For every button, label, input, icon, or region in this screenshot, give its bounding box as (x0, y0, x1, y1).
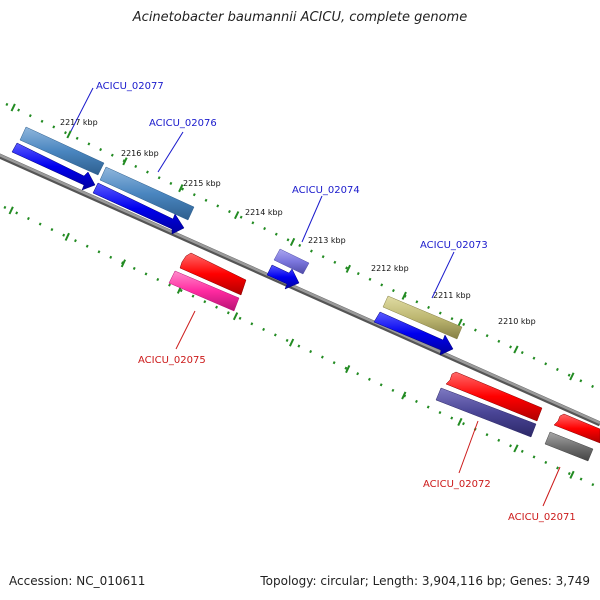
major-tick-mark (569, 372, 575, 381)
major-tick-mark (66, 130, 72, 139)
major-tick-mark (513, 345, 519, 354)
gene-label-acicu-02072[interactable]: ACICU_02072 (423, 479, 491, 490)
major-tick-mark (457, 417, 463, 427)
gene-label-acicu-02074[interactable]: ACICU_02074 (292, 185, 360, 196)
gene-acicu-02072-arrow[interactable] (445, 371, 543, 422)
kbp-label-2217: 2217 kbp (60, 118, 98, 127)
gene-acicu-02073-arrow[interactable] (373, 311, 454, 356)
kbp-label-2214: 2214 kbp (245, 208, 283, 217)
major-tick-mark (232, 312, 239, 321)
major-ticks (8, 103, 575, 479)
gene-label-acicu-02075[interactable]: ACICU_02075 (138, 355, 206, 366)
gene-acicu-02077-arrow[interactable] (11, 142, 96, 191)
gene-acicu-02074-cds[interactable] (273, 248, 310, 275)
gene-label-acicu-02071[interactable]: ACICU_02071 (508, 512, 576, 523)
gene-acicu-02076-cds[interactable] (99, 166, 195, 221)
major-tick-mark (234, 211, 240, 220)
major-tick-mark (569, 470, 575, 479)
gene-acicu-02071-arrow[interactable] (553, 413, 600, 444)
gene-acicu-02074-arrow[interactable] (266, 264, 300, 290)
outer-tick-track (5, 102, 600, 392)
major-tick-mark (401, 391, 407, 400)
major-tick-mark (457, 318, 463, 327)
gene-labels: ACICU_02077 ACICU_02076 ACICU_02074 ACIC… (96, 81, 576, 523)
major-tick-mark (288, 338, 295, 347)
forward-genes (11, 126, 463, 356)
kbp-label-2215: 2215 kbp (183, 179, 221, 188)
gene-label-acicu-02073[interactable]: ACICU_02073 (420, 240, 488, 251)
major-tick-mark (289, 237, 296, 247)
gene-acicu-02076-arrow[interactable] (92, 182, 185, 235)
gene-acicu-02072-cds[interactable] (435, 387, 537, 438)
genome-summary: Topology: circular; Length: 3,904,116 bp… (260, 574, 590, 588)
major-tick-mark (345, 364, 351, 374)
kbp-label-2213: 2213 kbp (308, 236, 346, 245)
kbp-label-2210: 2210 kbp (498, 317, 536, 326)
kbp-label-2216: 2216 kbp (121, 149, 159, 158)
major-tick-mark (513, 444, 519, 453)
kbp-label-2211: 2211 kbp (433, 291, 471, 300)
kbp-labels: 2217 kbp 2216 kbp 2215 kbp 2214 kbp 2213… (60, 118, 536, 326)
major-tick-mark (10, 103, 16, 112)
gene-label-acicu-02076[interactable]: ACICU_02076 (149, 118, 217, 129)
major-tick-mark (8, 206, 14, 215)
kbp-label-2212: 2212 kbp (371, 264, 409, 273)
reverse-genes (168, 252, 600, 462)
major-tick-mark (401, 291, 407, 300)
major-tick-mark (178, 184, 184, 193)
accession-text: Accession: NC_010611 (9, 574, 146, 588)
major-tick-mark (64, 232, 70, 241)
major-tick-mark (120, 259, 127, 268)
major-tick-mark (345, 264, 352, 273)
gene-acicu-02071-cds[interactable] (544, 431, 594, 462)
gene-acicu-02075-cds[interactable] (168, 270, 240, 312)
gene-acicu-02073-cds[interactable] (382, 295, 463, 340)
callout-lines (70, 87, 561, 507)
diagram-title: Acinetobacter baumannii ACICU, complete … (132, 10, 468, 25)
gene-label-acicu-02077[interactable]: ACICU_02077 (96, 81, 164, 92)
gene-acicu-02075-arrow[interactable] (179, 252, 247, 296)
gene-acicu-02077-cds[interactable] (19, 126, 105, 176)
genome-backbone (0, 153, 600, 425)
major-tick-mark (122, 157, 128, 166)
